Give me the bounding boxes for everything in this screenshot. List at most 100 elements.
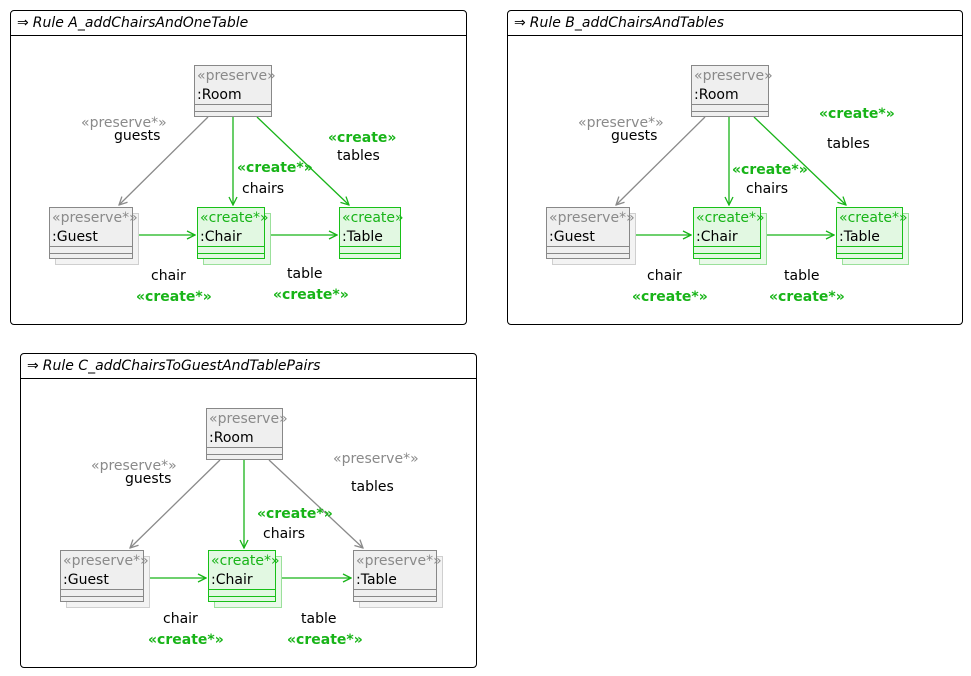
compartment-divider [354, 589, 436, 590]
compartment-divider [694, 253, 760, 254]
compartment-divider [692, 111, 768, 112]
compartment-divider [61, 589, 143, 590]
rule-header[interactable]: ⇒Rule C_addChairsToGuestAndTablePairs [21, 354, 476, 379]
node-guest[interactable]: «preserve*»:Guest [49, 207, 139, 265]
node-stereotype: «create*» [211, 553, 280, 569]
node-box: «create*»:Chair [208, 550, 280, 602]
edge-tables[interactable] [268, 459, 363, 548]
node-stereotype: «preserve» [197, 68, 276, 84]
node-box: «preserve» :Room [206, 408, 288, 460]
node-guest[interactable]: «preserve*»:Guest [60, 550, 150, 608]
node-stereotype: «create» [342, 210, 404, 226]
compartment-divider [50, 246, 132, 247]
edge-label-table: table [287, 266, 323, 282]
node-stereotype: «preserve» [209, 411, 288, 427]
node-class-name: :Table [342, 229, 383, 245]
rule-title: Rule B_addChairsAndTables [529, 15, 725, 31]
edge-label-chairs: chairs [263, 526, 306, 542]
compartment-divider [209, 589, 275, 590]
node-class-name: :Room [694, 87, 739, 103]
node-box: «create*»:Chair [197, 207, 269, 259]
node-class-name: :Guest [549, 229, 595, 245]
edge-guests[interactable] [130, 459, 221, 548]
rule-header[interactable]: ⇒Rule A_addChairsAndOneTable [11, 11, 466, 36]
node-guest[interactable]: «preserve*» :Guest [546, 207, 636, 265]
edge-stereotype-chair: «create*» [136, 289, 212, 305]
node-stereotype: «create*» [839, 210, 908, 226]
node-chair[interactable]: «create*»:Chair [197, 207, 271, 265]
node-stereotype: «preserve» [694, 68, 773, 84]
edges-layer [11, 116, 466, 324]
node-room[interactable]: «preserve» :Room [194, 65, 278, 123]
edge-label-chair: chair [647, 268, 682, 284]
edge-guests[interactable] [616, 116, 706, 205]
node-table[interactable]: «preserve*»:Table [353, 550, 443, 608]
node-room[interactable]: «preserve» :Room [206, 408, 289, 466]
edge-label-tables: tables [337, 148, 380, 164]
compartment-divider [195, 104, 271, 105]
compartment-divider [354, 596, 436, 597]
edge-stereotype-chairs: «create*» [257, 506, 333, 522]
node-table[interactable]: «create*» :Table [836, 207, 909, 265]
node-chair[interactable]: «create*»:Chair [208, 550, 282, 608]
edge-stereotype-tables: «create» [328, 130, 397, 146]
node-class-name: :Room [197, 87, 242, 103]
rule-header[interactable]: ⇒Rule B_addChairsAndTables [508, 11, 962, 36]
rule-title: Rule C_addChairsToGuestAndTablePairs [42, 358, 321, 374]
node-stereotype: «preserve*» [549, 210, 635, 226]
edge-stereotype-chair: «create*» [632, 289, 708, 305]
arrow-right-icon: ⇒ [17, 15, 29, 31]
edge-label-guests: guests [125, 471, 172, 487]
node-box: «preserve*»:Guest [49, 207, 138, 259]
edge-label-tables: tables [827, 136, 870, 152]
node-table[interactable]: «create» :Table [339, 207, 407, 265]
node-class-name: :Chair [696, 229, 738, 245]
compartment-divider [340, 253, 400, 254]
compartment-divider [837, 246, 902, 247]
compartment-divider [547, 253, 629, 254]
compartment-divider [340, 246, 400, 247]
rule-panel: ⇒Rule A_addChairsAndOneTable «preserve» :R… [10, 10, 467, 325]
arrow-right-icon: ⇒ [27, 358, 39, 374]
node-stereotype: «create*» [696, 210, 765, 226]
node-class-name: :Room [209, 430, 254, 446]
edge-stereotype-guests: «preserve*» [578, 115, 664, 131]
edge-tables[interactable] [256, 116, 349, 205]
edge-stereotype-table: «create*» [287, 632, 363, 648]
compartment-divider [50, 253, 132, 254]
edge-guests[interactable] [119, 116, 209, 205]
edge-label-chair: chair [151, 268, 186, 284]
rule-title: Rule A_addChairsAndOneTable [32, 15, 249, 31]
edges-layer [21, 459, 476, 667]
node-box: «create*» :Chair [693, 207, 765, 259]
node-box: «create» :Table [339, 207, 404, 259]
node-room[interactable]: «preserve» :Room [691, 65, 775, 123]
compartment-divider [207, 447, 282, 448]
compartment-divider [207, 454, 282, 455]
edge-stereotype-chairs: «create*» [237, 160, 313, 176]
node-chair[interactable]: «create*» :Chair [693, 207, 767, 265]
node-class-name: :Table [839, 229, 880, 245]
compartment-divider [837, 253, 902, 254]
node-box: «preserve*»:Guest [60, 550, 149, 602]
edges-layer [508, 116, 962, 324]
edge-stereotype-chairs: «create*» [732, 162, 808, 178]
edge-stereotype-table: «create*» [273, 287, 349, 303]
rule-panel: ⇒Rule B_addChairsAndTables «preserve» :Roo… [507, 10, 963, 325]
edge-stereotype-chair: «create*» [148, 632, 224, 648]
compartment-divider [692, 104, 768, 105]
compartment-divider [209, 596, 275, 597]
edge-tables[interactable] [753, 116, 846, 205]
edge-label-chair: chair [163, 611, 198, 627]
node-box: «preserve*»:Table [353, 550, 442, 602]
arrow-right-icon: ⇒ [514, 15, 526, 31]
node-stereotype: «preserve*» [356, 553, 442, 569]
edge-stereotype-guests: «preserve*» [91, 458, 177, 474]
compartment-divider [198, 246, 264, 247]
node-stereotype: «create*» [200, 210, 269, 226]
compartment-divider [694, 246, 760, 247]
edge-label-table: table [301, 611, 337, 627]
edge-label-tables: tables [351, 479, 394, 495]
compartment-divider [61, 596, 143, 597]
compartment-divider [547, 246, 629, 247]
